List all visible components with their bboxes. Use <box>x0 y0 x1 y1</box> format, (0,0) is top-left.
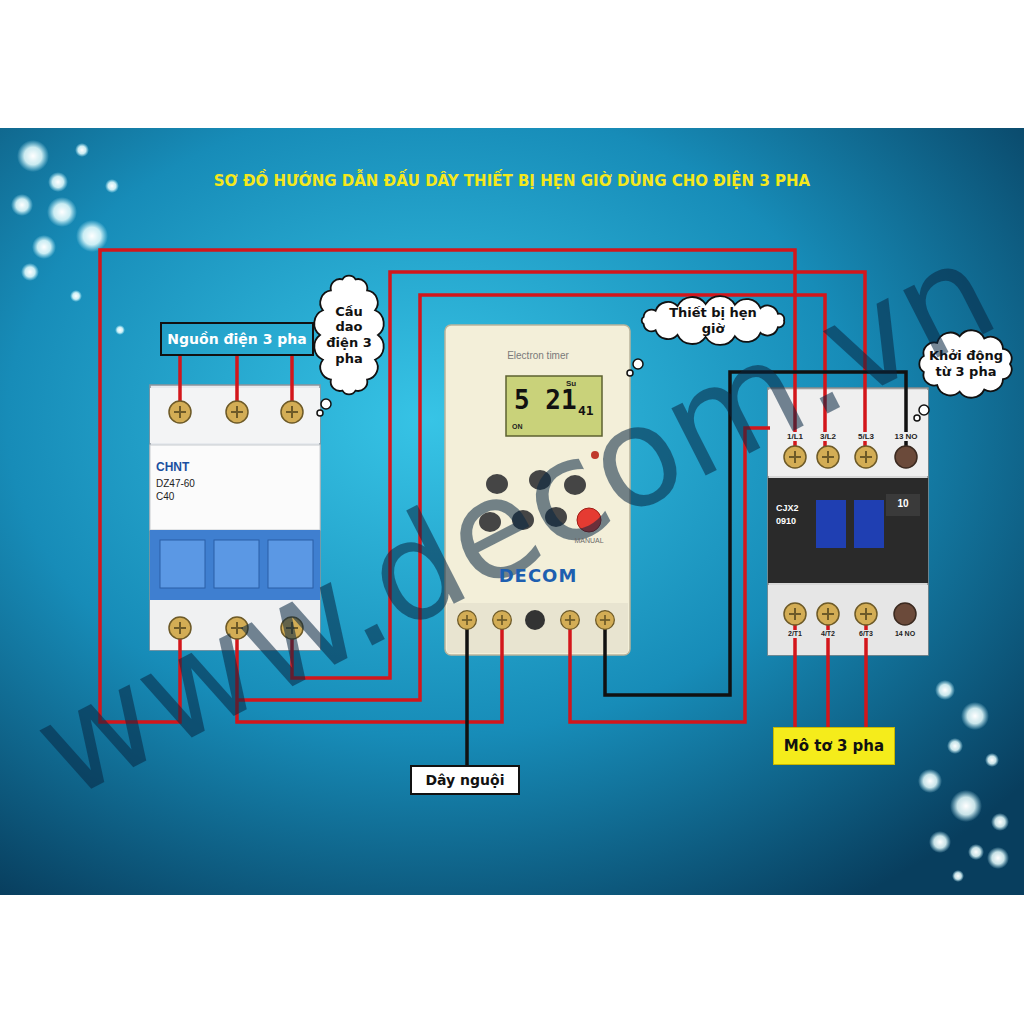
background-band <box>0 128 1024 895</box>
terminal-label: 5/L3 <box>857 432 875 441</box>
neutral-wire-box: Dây nguội <box>410 765 520 795</box>
contact-code: 10 <box>897 498 908 510</box>
cloud-path <box>314 276 383 395</box>
node-text: Dây nguội <box>425 772 504 789</box>
terminal-label: 2/T1 <box>787 630 803 638</box>
source-label-box: Nguồn điện 3 pha <box>160 322 314 356</box>
brand-logo: DECOM <box>499 566 578 587</box>
node-text-group: Nguồn điện 3 pha <box>167 331 306 348</box>
display-time: 5 21 <box>514 386 577 416</box>
node-text: Nguồn điện 3 pha <box>167 331 306 348</box>
motor-label-box: Mô tơ 3 pha <box>773 727 895 765</box>
node-text: Mô tơ 3 pha <box>784 737 884 755</box>
node-text: Cầu dao điện 3 pha <box>323 304 376 366</box>
brand-text: CHNT <box>156 461 189 475</box>
display-status: ON <box>512 423 523 431</box>
terminal-label: 4/T2 <box>820 630 836 638</box>
model-text: 0910 <box>776 516 796 526</box>
terminal-label: 13 NO <box>893 432 918 441</box>
rating-text: C40 <box>156 491 174 503</box>
model-text: CJX2 <box>776 503 799 513</box>
terminal-label: 3/L2 <box>819 432 837 441</box>
device-name: Electron timer <box>507 350 569 362</box>
terminal-label: 1/L1 <box>786 432 804 441</box>
terminal-label: 14 NO <box>894 630 916 638</box>
node-text-group: Cầu dao điện 3 pha <box>323 304 376 366</box>
model-text: DZ47-60 <box>156 478 195 490</box>
breaker-callout: Cầu dao điện 3 pha <box>312 270 386 400</box>
node-text-group: Mô tơ 3 pha <box>784 737 884 755</box>
node-text-group: Dây nguội <box>425 772 504 789</box>
terminal-label: 6/T3 <box>858 630 874 638</box>
button-label: MANUAL <box>574 537 603 545</box>
diagram-title: SƠ ĐỒ HƯỚNG DẪN ĐẤU DÂY THIẾT BỊ HẸN GIỜ… <box>0 172 1024 190</box>
display-seconds: 41 <box>578 404 594 419</box>
